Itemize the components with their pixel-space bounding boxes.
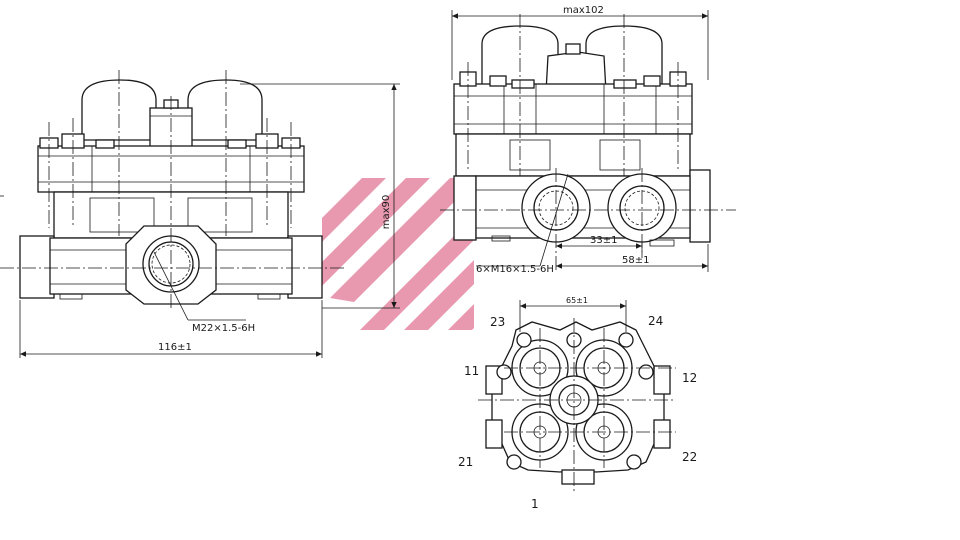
front-port-right <box>287 235 323 299</box>
front-port-left <box>19 235 55 299</box>
front-dimensions <box>19 83 400 358</box>
port-label-21: 21 <box>458 455 473 469</box>
front-height-label: max90 <box>381 195 392 230</box>
side-dimensions <box>451 10 709 272</box>
front-thread-label: M22×1.5-6H <box>192 323 255 334</box>
port-label-24: 24 <box>648 314 663 328</box>
side-port-right <box>689 169 711 243</box>
side-offset-33-label: 33±1 <box>590 235 617 246</box>
front-view <box>0 70 346 310</box>
side-offset-58-label: 58±1 <box>622 255 649 266</box>
bottom-dimensions <box>519 300 627 332</box>
side-upper-block <box>453 83 693 135</box>
side-port-left <box>453 175 477 241</box>
port-label-12: 12 <box>682 371 697 385</box>
port-label-22: 22 <box>682 450 697 464</box>
bottom-view <box>478 318 676 494</box>
port-label-23: 23 <box>490 315 505 329</box>
front-dome-right <box>187 79 263 141</box>
side-width-label: max102 <box>563 5 604 16</box>
bottom-spacing-label: 65±1 <box>566 296 588 305</box>
side-view <box>440 14 736 272</box>
port-label-11: 11 <box>464 364 479 378</box>
port-label-1: 1 <box>531 497 539 511</box>
watermark-logo <box>322 178 474 330</box>
front-center-port-hex <box>125 225 217 305</box>
side-thread-label: 6×M16×1.5-6H <box>476 264 554 275</box>
side-middle-body <box>455 133 691 177</box>
front-width-label: 116±1 <box>158 342 192 353</box>
